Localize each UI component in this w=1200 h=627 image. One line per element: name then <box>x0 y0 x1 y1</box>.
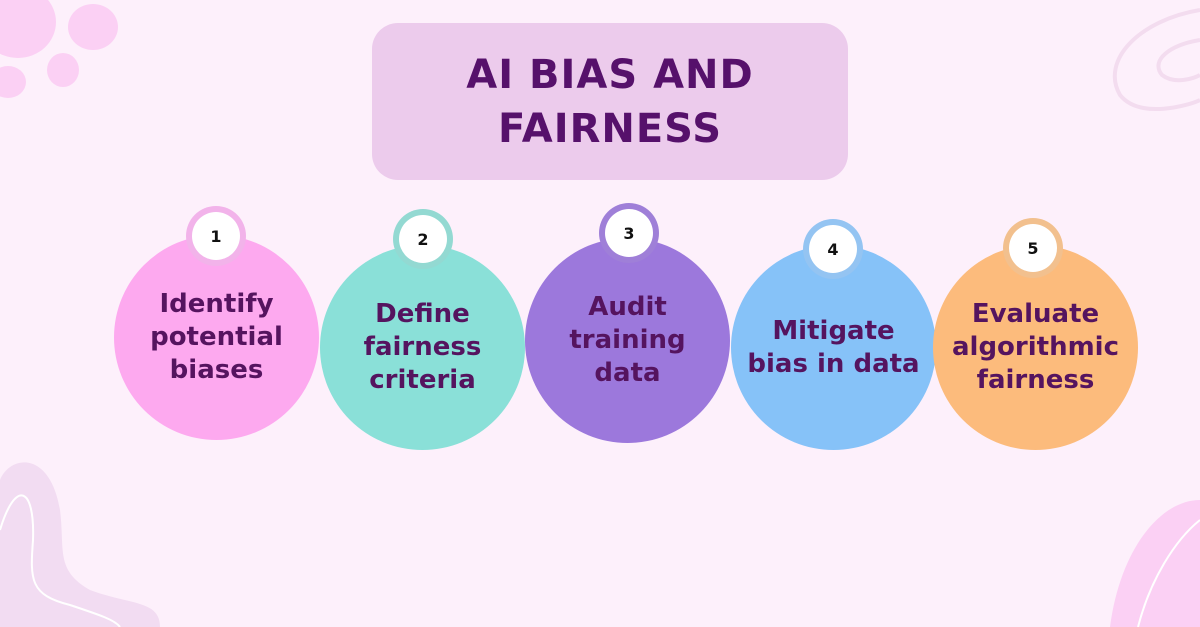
top-left-blobs-decoration <box>0 0 118 98</box>
step-1-number: 1 <box>192 212 240 260</box>
step-4-badge: 4 <box>803 219 863 279</box>
step-5-badge: 5 <box>1003 218 1063 278</box>
bottom-right-blob-decoration <box>1110 500 1200 627</box>
step-4-circle: Mitigate bias in data <box>731 245 936 450</box>
step-2-badge: 2 <box>393 209 453 269</box>
bottom-left-wave-decoration <box>0 462 160 627</box>
step-1-badge: 1 <box>186 206 246 266</box>
step-5-label: Evaluate algorithmic fairness <box>951 299 1120 395</box>
step-3-label: Audit training data <box>569 292 686 388</box>
title-line-2: FAIRNESS <box>498 105 722 152</box>
step-2-label: Define fairness criteria <box>363 299 482 395</box>
step-5-circle: Evaluate algorithmic fairness <box>933 245 1138 450</box>
step-1-circle: Identify potential biases <box>114 235 319 440</box>
step-3-circle: Audit training data <box>525 238 730 443</box>
step-4-label: Mitigate bias in data <box>747 315 920 379</box>
step-3-badge: 3 <box>599 203 659 263</box>
top-right-swirl-decoration <box>1112 8 1200 111</box>
step-4-number: 4 <box>809 225 857 273</box>
step-1-label: Identify potential biases <box>150 289 283 385</box>
step-2-circle: Define fairness criteria <box>320 245 525 450</box>
step-3-number: 3 <box>605 209 653 257</box>
title-line-1: AI BIAS AND <box>466 51 754 98</box>
title-banner: AI BIAS AND FAIRNESS <box>372 23 848 180</box>
step-5-number: 5 <box>1009 224 1057 272</box>
step-2-number: 2 <box>399 215 447 263</box>
